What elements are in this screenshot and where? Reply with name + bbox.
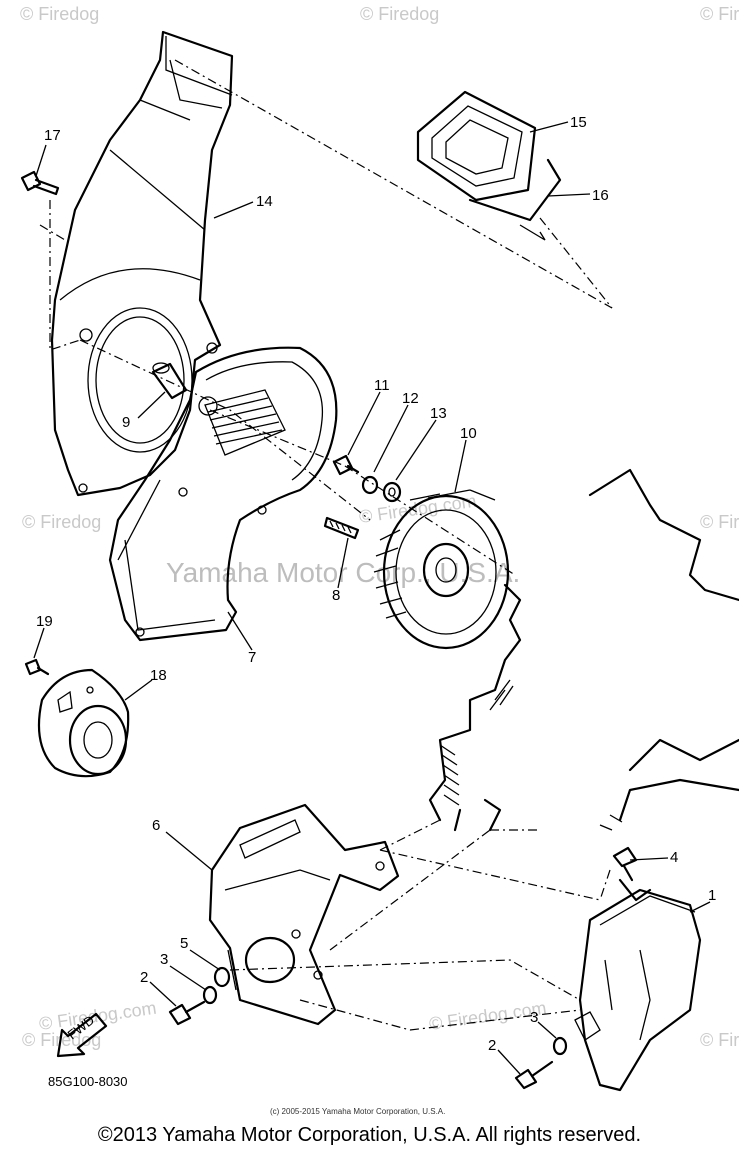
leader-lines <box>33 121 711 1075</box>
callout-6: 6 <box>152 817 160 834</box>
callout-15: 15 <box>570 114 587 131</box>
callout-5: 5 <box>180 935 188 952</box>
watermark-text: © Firedog <box>700 1030 739 1050</box>
regulator-bolt-and-washer <box>514 1036 568 1090</box>
mounting-bracket <box>208 803 400 1026</box>
footer-copyright: ©2013 Yamaha Motor Corporation, U.S.A. A… <box>97 1124 642 1146</box>
bolt-8 <box>323 516 360 540</box>
forward-arrow: FWD <box>56 1012 108 1058</box>
callout-4: 4 <box>670 849 678 866</box>
screw-19 <box>24 658 50 676</box>
fan-bolt-and-washers <box>332 454 402 503</box>
callout-7: 7 <box>248 649 256 666</box>
callout-19: 19 <box>36 613 53 630</box>
callout-8: 8 <box>332 587 340 604</box>
engine-outline <box>428 468 739 832</box>
callout-14: 14 <box>256 193 273 210</box>
cooling-fan <box>373 489 510 650</box>
air-duct-shroud <box>50 30 234 497</box>
callout-2: 2 <box>140 969 148 986</box>
fan-housing <box>108 346 338 642</box>
callout-12: 12 <box>402 390 419 407</box>
callout-2: 2 <box>488 1037 496 1054</box>
callout-13: 13 <box>430 405 447 422</box>
diagram-code: 85G100-8030 <box>48 1074 128 1089</box>
duct-boot-and-clamp <box>416 90 562 241</box>
bolt-4 <box>612 846 638 882</box>
watermark-text: © Firedog <box>22 512 101 532</box>
assembly-lines <box>39 59 613 1031</box>
callout-9: 9 <box>122 414 130 431</box>
callout-3: 3 <box>530 1009 538 1026</box>
callout-18: 18 <box>150 667 167 684</box>
callout-3: 3 <box>160 951 168 968</box>
callout-labels: 17 14 15 16 9 11 12 13 10 8 7 19 18 6 4 … <box>36 114 716 1054</box>
watermark-text: © Firedog <box>20 4 99 24</box>
regulator-box <box>574 878 702 1092</box>
callout-10: 10 <box>460 425 477 442</box>
bracket-bolt-and-washers <box>168 966 231 1026</box>
bolt-17 <box>20 170 60 196</box>
watermark-text: © Firedog <box>700 512 739 532</box>
pulser-cap <box>37 668 130 778</box>
watermark-text: © Firedog <box>700 4 739 24</box>
callout-1: 1 <box>708 887 716 904</box>
small-copyright: (c) 2005-2015 Yamaha Motor Corporation, … <box>270 1107 445 1116</box>
callout-17: 17 <box>44 127 61 144</box>
watermark-text: © Firedog <box>360 4 439 24</box>
callout-11: 11 <box>374 377 390 394</box>
spacer-collar <box>151 362 188 400</box>
callout-16: 16 <box>592 187 609 204</box>
